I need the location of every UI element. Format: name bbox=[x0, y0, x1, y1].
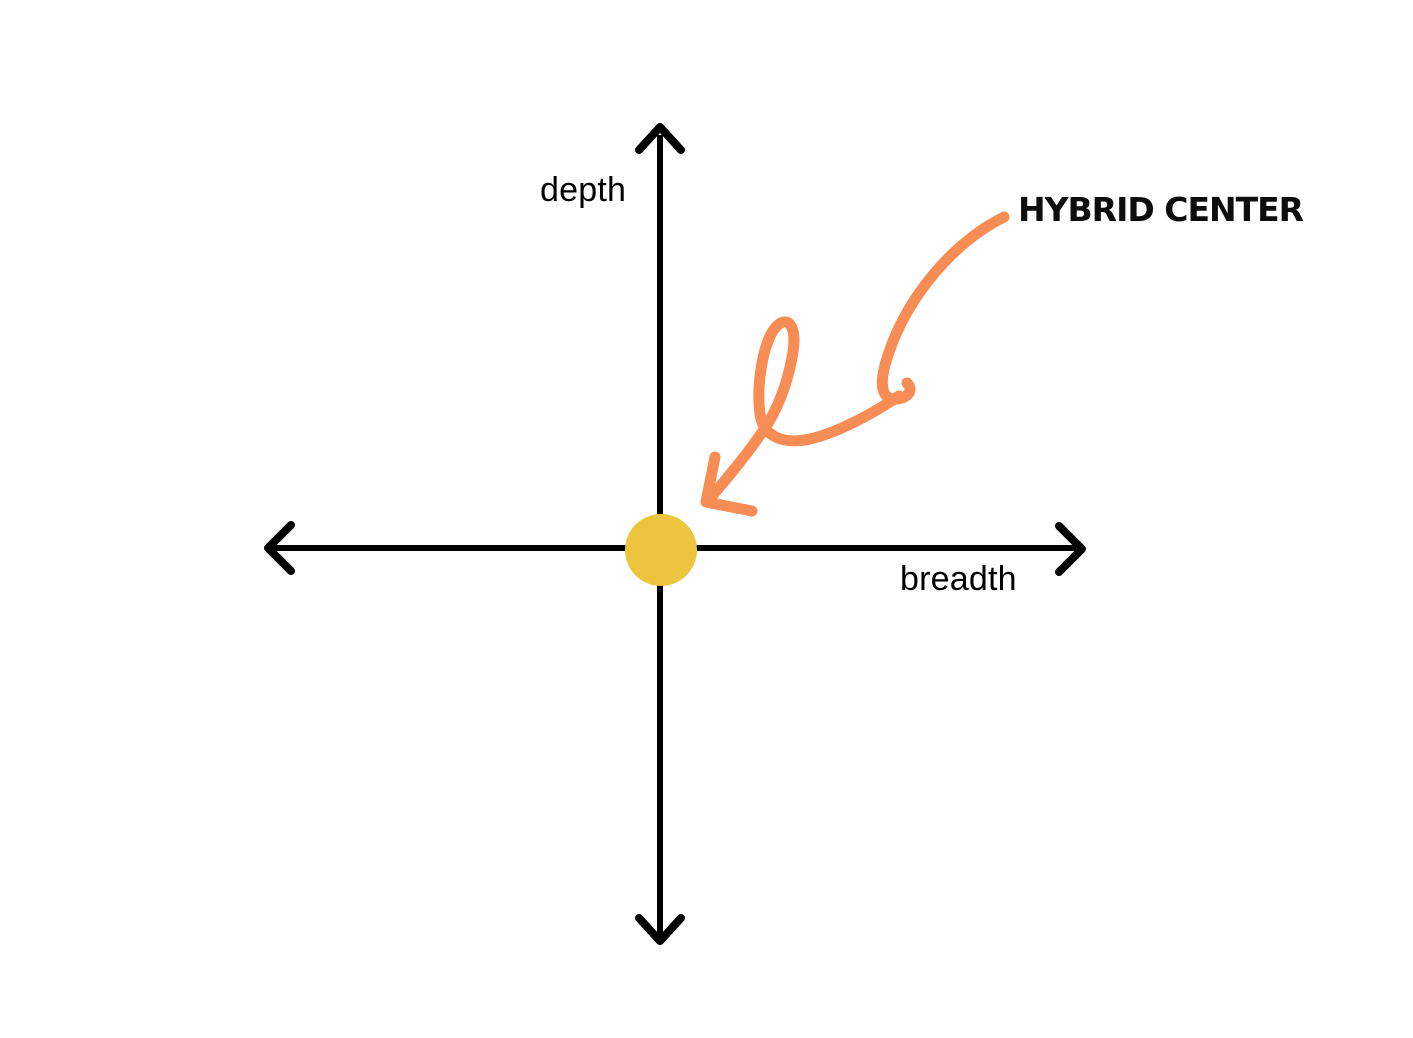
left-arrowhead-icon bbox=[264, 521, 295, 575]
annotation-arrow-curve bbox=[876, 211, 1010, 405]
annotation-arrow-group bbox=[700, 211, 1010, 517]
annotation-title: HYBRID CENTER bbox=[1018, 190, 1304, 229]
center-dot bbox=[625, 514, 697, 586]
up-arrowhead-icon bbox=[635, 123, 685, 154]
depth-axis-label: depth bbox=[540, 171, 627, 209]
down-arrowhead-icon bbox=[635, 914, 685, 945]
breadth-axis-label: breadth bbox=[900, 560, 1017, 598]
annotation-arrowhead-icon bbox=[700, 451, 758, 517]
annotation-arrow-loop bbox=[706, 316, 905, 502]
right-arrowhead-icon bbox=[1055, 522, 1086, 576]
